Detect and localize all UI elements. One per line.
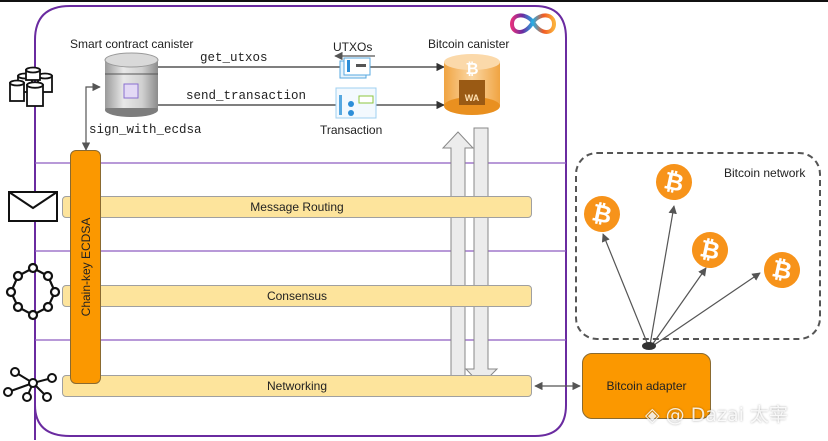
sign-with-ecdsa-arrow — [81, 82, 101, 151]
layer-label: Consensus — [266, 289, 328, 303]
smart-contract-canister-icon — [104, 52, 159, 117]
send-transaction-label: send_transaction — [186, 89, 307, 103]
internet-computer-infinity-logo — [509, 13, 557, 34]
transaction-label: Transaction — [320, 123, 383, 137]
layer-label: Message Routing — [250, 200, 344, 214]
layer-label: Networking — [266, 379, 328, 393]
utxos-label: UTXOs — [333, 40, 373, 54]
smart-contract-canister-label: Smart contract canister — [70, 37, 194, 51]
binance-diamond-icon: ◈ — [645, 404, 660, 426]
ring-network-icon — [5, 262, 61, 321]
watermark: ◈ @ Dazai 太宰 — [645, 400, 788, 427]
bitcoin-canister-label: Bitcoin canister — [428, 37, 510, 51]
sign-with-ecdsa-label: sign_with_ecdsa — [89, 123, 202, 137]
svg-text:WA: WA — [465, 93, 480, 103]
layer-networking: Networking — [62, 375, 532, 397]
utxos-document-icon — [339, 57, 371, 79]
bitcoin-network-box — [575, 152, 821, 340]
chain-key-ecdsa-label: Chain-key ECDSA — [78, 217, 93, 317]
bitcoin-canister-icon: ₿ WA — [444, 54, 500, 115]
bitcoin-peer-arrows — [601, 205, 761, 346]
get-utxos-label: get_utxos — [200, 51, 268, 65]
adapter-connection-hub — [642, 342, 656, 350]
down-arrow — [464, 127, 499, 386]
watermark-text: @ Dazai 太宰 — [665, 404, 788, 426]
canisters-stack-icon — [9, 66, 53, 107]
bitcoin-adapter-box: Bitcoin adapter — [582, 353, 711, 419]
chain-key-ecdsa-bar: Chain-key ECDSA — [70, 150, 101, 384]
star-network-icon — [3, 367, 57, 402]
svg-text:₿: ₿ — [465, 59, 478, 78]
bitcoin-adapter-label: Bitcoin adapter — [606, 379, 687, 393]
subnet-frame — [34, 5, 567, 440]
top-border — [0, 0, 828, 2]
up-arrow — [441, 131, 475, 381]
transaction-document-icon — [335, 87, 377, 119]
bitcoin-network-label: Bitcoin network — [724, 166, 806, 180]
layer-message-routing: Message Routing — [62, 196, 532, 218]
layer-consensus: Consensus — [62, 285, 532, 307]
envelope-icon — [8, 191, 58, 222]
